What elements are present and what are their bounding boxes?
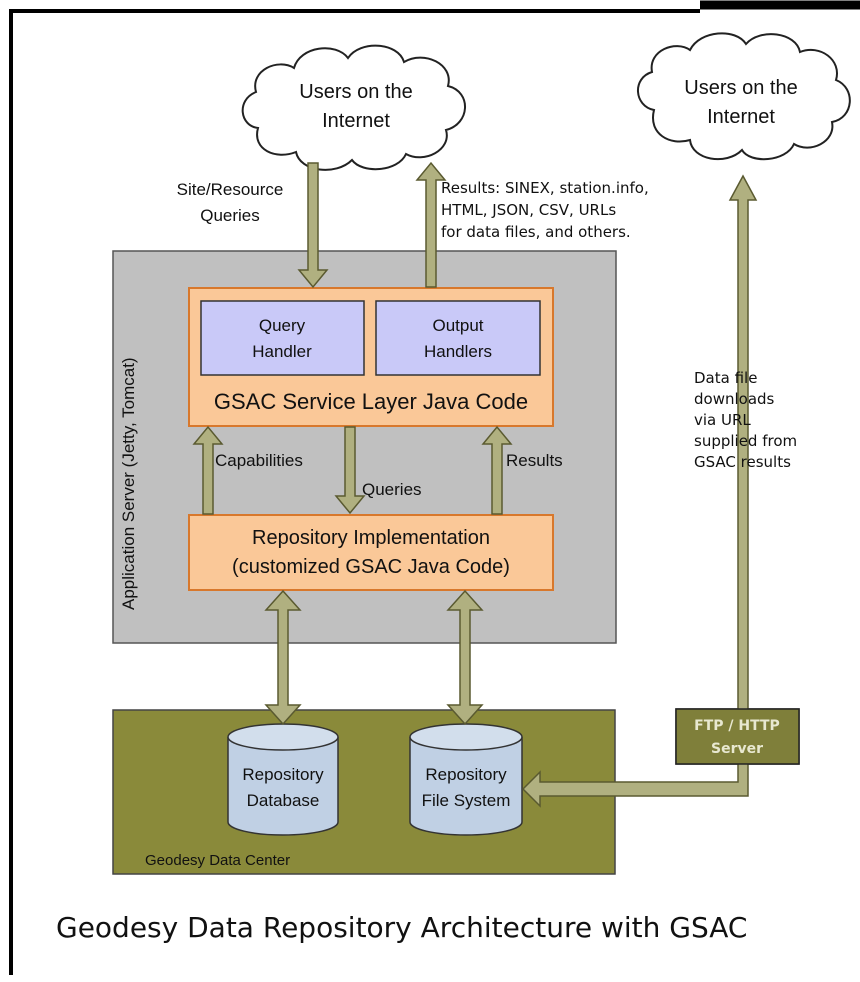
queries-label: Queries <box>362 480 422 499</box>
geodesy-data-center-label: Geodesy Data Center <box>145 852 290 869</box>
query-handler-label-1: Query <box>259 316 306 335</box>
repository-file-system-label-2: File System <box>422 791 511 810</box>
internet-users-cloud-left <box>241 44 466 171</box>
queries-in-arrow <box>297 162 329 289</box>
output-handlers-label-2: Handlers <box>424 342 492 361</box>
repository-implementation-label-2: (customized GSAC Java Code) <box>232 556 510 578</box>
query-handler-box <box>200 300 365 376</box>
capabilities-arrow <box>192 425 224 515</box>
cloud-left-label-1: Users on the <box>299 81 412 103</box>
download-note-line-1: Data file <box>694 369 757 387</box>
gsac-service-layer-label: GSAC Service Layer Java Code <box>214 389 528 414</box>
output-handlers-box <box>375 300 541 376</box>
frame-border <box>9 9 700 975</box>
data-download-arrow <box>521 174 758 808</box>
ftp-http-server-label-front-2: Server <box>711 741 763 757</box>
ftp-http-server-label-front-1: FTP / HTTP <box>694 718 780 734</box>
repository-file-system-label-1: Repository <box>425 765 507 784</box>
cloud-right-label-1: Users on the <box>684 77 797 99</box>
repository-database-label-1: Repository <box>242 765 324 784</box>
repository-implementation-box <box>188 514 554 591</box>
results-inner-arrow <box>481 425 513 515</box>
repository-database-cylinder <box>227 723 339 836</box>
file-system-bidirectional-arrow <box>446 589 484 726</box>
queries-inner-arrow <box>334 426 366 515</box>
download-note-line-3: via URL <box>694 411 751 429</box>
application-server-label: Application Server (Jetty, Tomcat) <box>119 357 138 610</box>
database-bidirectional-arrow <box>264 589 302 726</box>
output-handlers-label-1: Output <box>432 316 483 335</box>
diagram-title: Geodesy Data Repository Architecture wit… <box>56 911 747 944</box>
results-out-arrow <box>415 161 447 288</box>
results-formats-label-3: for data files, and others. <box>441 223 631 241</box>
results-formats-label-2: HTML, JSON, CSV, URLs <box>441 201 616 219</box>
site-resource-queries-label-1: Site/Resource <box>177 180 284 199</box>
internet-users-cloud-right <box>637 32 851 161</box>
results-label: Results <box>506 451 563 470</box>
cloud-left-label-2: Internet <box>322 110 390 132</box>
ftp-http-server-box-front <box>675 708 800 765</box>
cloud-right-label-2: Internet <box>707 106 775 128</box>
results-formats-label-1: Results: SINEX, station.info, <box>441 179 649 197</box>
download-note-line-2: downloads <box>694 390 775 408</box>
download-note-line-5: GSAC results <box>694 453 791 471</box>
download-note-line-4: supplied from <box>694 432 797 450</box>
repository-database-label-2: Database <box>247 791 320 810</box>
site-resource-queries-label-2: Queries <box>200 206 260 225</box>
capabilities-label: Capabilities <box>215 451 303 470</box>
query-handler-label-2: Handler <box>252 342 312 361</box>
repository-file-system-cylinder <box>409 723 523 836</box>
repository-implementation-label-1: Repository Implementation <box>252 527 490 549</box>
